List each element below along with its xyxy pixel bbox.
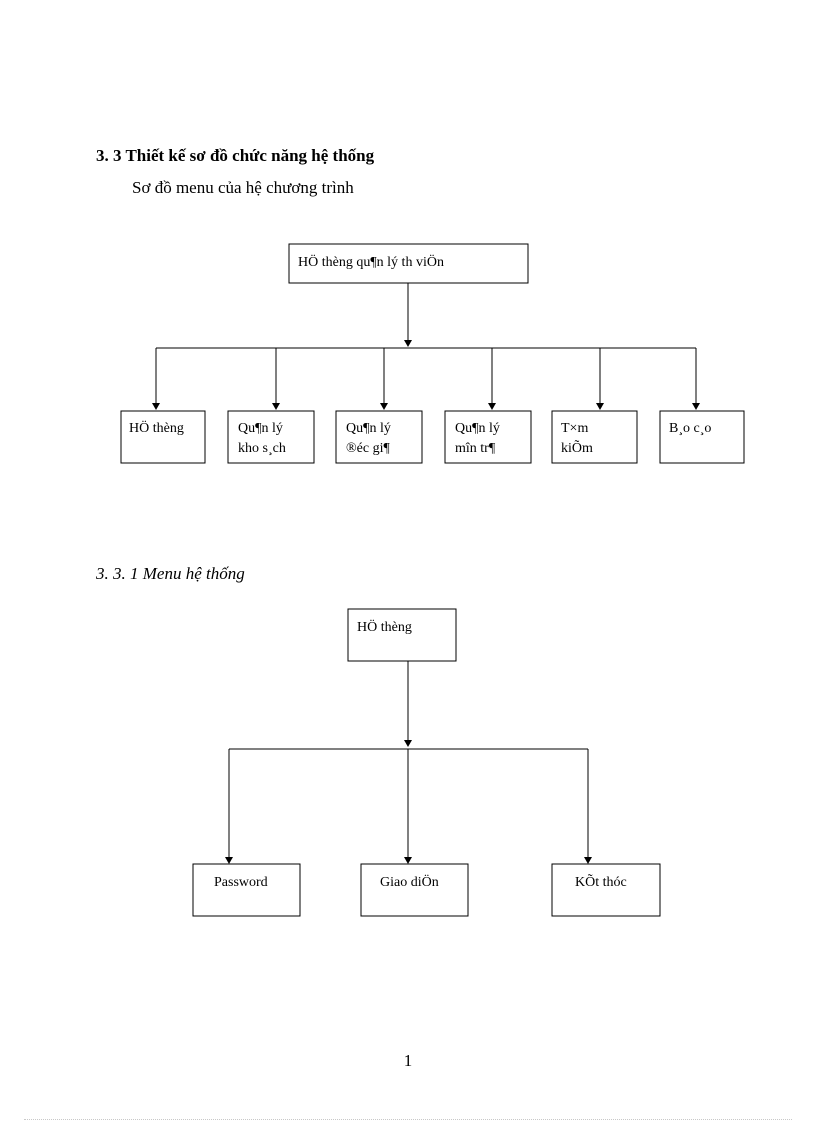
d1-child-2-line-2: kho s¸ch — [238, 441, 286, 456]
d1-child-3-line-1: Qu¶n lý — [346, 421, 391, 436]
section-heading: 3. 3 Thiết kế sơ đồ chức năng hệ thống — [96, 146, 375, 165]
d1-root-box — [288, 243, 529, 284]
d1-child-4: Qu¶n lý m­în tr¶ — [444, 348, 532, 464]
d2-child-2-label: Giao diÖn — [380, 873, 439, 890]
d2-child-3: KÕt thóc — [551, 749, 661, 917]
d2-root-label: HÖ thèng — [357, 618, 412, 635]
d1-child-3-line-2: ®éc gi¶ — [346, 441, 390, 456]
d2-root-box — [347, 608, 457, 662]
d1-root-arrow — [404, 340, 412, 347]
footer-divider — [24, 1119, 792, 1120]
diagram-2: HÖ thèng Password Giao diÖn KÕt thóc — [192, 608, 661, 917]
subsection-title: 3. 3. 1 Menu hệ thống — [96, 564, 245, 583]
d1-child-1: HÖ thèng — [120, 348, 206, 464]
diagram-1: HÖ thèng qu¶n lý th­ viÖn HÖ thèng Qu¶n … — [120, 243, 745, 464]
d1-child-2-line-1: Qu¶n lý — [238, 421, 283, 436]
d2-child-1: Password — [192, 749, 301, 917]
d1-child-5-line-1: T×m — [561, 421, 588, 436]
subheading: Sơ đồ menu của hệ chương trình — [132, 178, 354, 197]
d1-child-4-line-2: m­în tr¶ — [455, 441, 496, 456]
page-number: 1 — [403, 1051, 413, 1070]
d2-child-2: Giao diÖn — [360, 749, 469, 917]
d2-root-arrow — [404, 740, 412, 747]
d1-child-1-line-1: HÖ thèng — [129, 419, 184, 436]
d1-child-6-line-1: B¸o c¸o — [669, 421, 711, 436]
d1-child-3: Qu¶n lý ®éc gi¶ — [335, 348, 423, 464]
d2-child-1-label: Password — [214, 875, 268, 890]
d1-child-5: T×m kiÕm — [551, 348, 638, 464]
d1-child-2: Qu¶n lý kho s¸ch — [227, 348, 315, 464]
d1-root-label: HÖ thèng qu¶n lý th­ viÖn — [298, 253, 444, 270]
d1-child-5-line-2: kiÕm — [561, 439, 593, 456]
d2-child-3-label: KÕt thóc — [575, 873, 627, 890]
d1-child-4-line-1: Qu¶n lý — [455, 421, 500, 436]
d1-child-6: B¸o c¸o — [659, 348, 745, 464]
